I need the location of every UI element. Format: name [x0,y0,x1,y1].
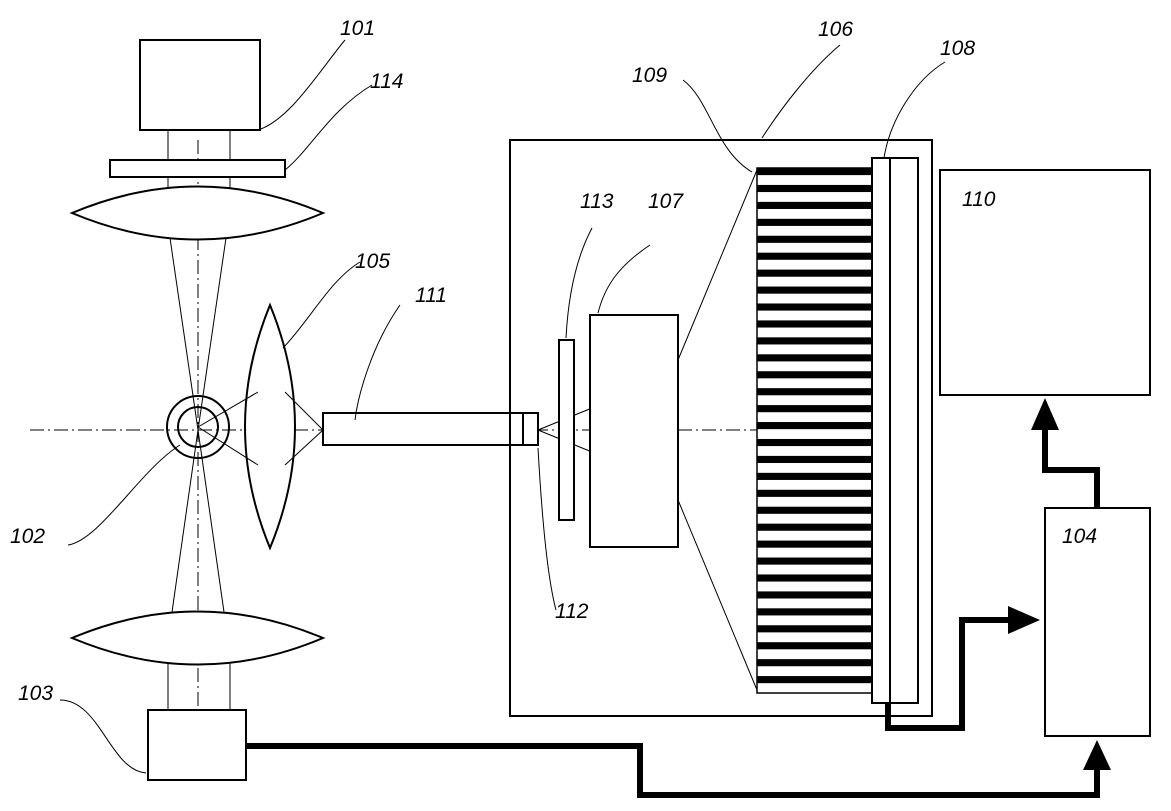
leader-108 [883,61,946,159]
sample-102 [177,406,219,448]
top-condenser-lens [69,185,326,241]
detector-array-strip [757,625,872,633]
label-112: 112 [555,600,589,623]
filter-114 [109,159,286,178]
detector-array-strip [757,337,872,345]
arrow-head-board-to-controller [1008,606,1040,634]
readout-board-108 [871,157,919,704]
detector-array-strip [757,523,872,531]
light-source-101 [139,39,261,131]
leader-109 [682,79,753,173]
detector-array-strip [757,659,872,667]
detector-array-strip [757,455,872,464]
label-108: 108 [940,37,975,60]
label-102: 102 [10,525,45,548]
label-110: 110 [962,188,996,211]
leader-102 [67,444,181,546]
detector-array-strip [757,405,872,413]
grating-107 [589,314,679,548]
leader-106 [761,44,841,139]
detector-array-strip [757,489,872,497]
leader-101 [257,39,346,131]
detector-array-strip [757,438,872,447]
fiber-end-112 [522,412,539,446]
beam-cone-line [171,429,199,613]
label-109: 109 [632,64,667,87]
detector-103 [147,709,247,781]
detector-array-strip [757,286,872,294]
detector-array-strip [757,676,872,684]
focus-ray [284,391,324,431]
leader-103 [59,699,147,774]
label-111: 111 [415,284,447,307]
detector-array-strip [757,371,872,379]
sample-holder-outer [166,395,230,459]
spectrometer-housing-106 [509,139,933,717]
detector-array-strip [757,472,872,480]
controller-104 [1044,507,1151,737]
detector-array-strip [757,184,872,193]
detector-array-strip [757,506,872,514]
detector-array-strip [757,218,872,226]
wire-board-to-controller [885,617,1010,731]
fiber-bundle-111 [322,412,539,446]
detector-array-strip [757,303,872,311]
dispersion-line-bottom [677,499,758,691]
leader-111 [354,304,401,421]
detector-array-strip [757,201,872,209]
detector-array-strip [757,591,872,599]
detector-array-strip [757,608,872,616]
label-105: 105 [355,250,390,273]
leader-114 [284,84,373,171]
leader-107 [597,244,651,314]
label-114: 114 [370,70,403,93]
focus-ray [284,429,324,466]
display-110 [939,169,1151,396]
dispersion-line-top [677,169,758,361]
slit-113 [558,339,575,521]
detector-array-strip [757,354,872,362]
detector-array-strip [757,422,872,430]
detector-array-109 [756,167,873,694]
label-104: 104 [1062,525,1097,548]
wire-detector-to-controller [246,743,1100,798]
beam-cone-line [197,237,227,431]
collection-lens-105 [244,302,296,551]
detector-array-strip [757,252,872,260]
label-101: 101 [340,17,375,40]
wire-controller-to-display [1042,428,1100,508]
leader-105 [282,261,361,349]
leader-113 [565,227,593,339]
bottom-collector-lens [69,610,326,666]
detector-array-strip [757,235,872,243]
detector-array-strip [757,269,872,277]
detector-array-strip [757,557,872,565]
beam-cone-line [169,237,199,431]
leader-112 [537,447,557,611]
label-113: 113 [580,190,614,213]
label-103: 103 [18,682,53,705]
arrow-head-controller-to-display [1031,398,1059,430]
label-106: 106 [818,18,853,41]
detector-array-strip [757,574,872,582]
detector-array-strip [757,168,872,176]
beam-cone-line [197,429,225,613]
scatter-ray [197,391,259,428]
detector-array-strip [757,320,872,328]
arrow-head-detector-to-controller [1083,740,1111,770]
detector-array-strip [757,388,872,396]
label-107: 107 [648,190,684,213]
detector-array-strip [757,540,872,548]
scatter-ray [197,426,259,466]
detector-array-strip [757,642,872,650]
